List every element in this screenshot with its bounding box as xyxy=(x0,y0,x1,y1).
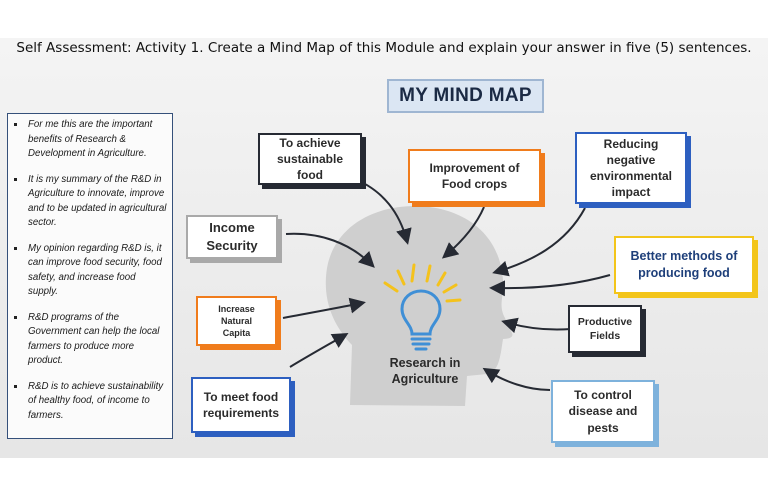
node-label: Increase Natural Capita xyxy=(218,303,255,339)
mind-map-title: MY MIND MAP xyxy=(387,79,544,113)
instruction-text: Self Assessment: Activity 1. Create a Mi… xyxy=(16,40,752,56)
note-item: My opinion regarding R&D is, it can impr… xyxy=(14,242,168,300)
node-productive-fields: Productive Fields xyxy=(568,305,642,353)
light-rays-icon xyxy=(383,263,462,303)
node-label: Better methods of producing food xyxy=(630,249,738,280)
node-label: Income Security xyxy=(206,220,258,253)
central-topic-label: Research in Agriculture xyxy=(389,356,461,386)
notes-panel: For me this are the important benefits o… xyxy=(7,113,173,439)
node-label: To achieve sustainable food xyxy=(276,135,344,183)
node-sustainable-food: To achieve sustainable food xyxy=(258,133,362,185)
node-natural-capita: Increase Natural Capita xyxy=(196,296,277,346)
note-item: R&D programs of the Government can help … xyxy=(14,311,168,369)
lightbulb-icon xyxy=(400,289,442,351)
node-income-security: Income Security xyxy=(186,215,278,259)
node-label: To meet food requirements xyxy=(202,389,280,420)
node-label: Reducing negative environmental impact xyxy=(589,136,673,200)
note-item: It is my summary of the R&D in Agricultu… xyxy=(14,173,168,231)
node-label: Productive Fields xyxy=(577,315,633,342)
node-food-requirements: To meet food requirements xyxy=(191,377,291,433)
note-item: R&D is to achieve sustainability of heal… xyxy=(14,380,168,424)
node-better-methods: Better methods of producing food xyxy=(614,236,754,294)
node-label: Improvement of Food crops xyxy=(429,160,520,191)
note-item: For me this are the important benefits o… xyxy=(14,118,168,162)
node-disease-pests: To control disease and pests xyxy=(551,380,655,443)
node-food-crops: Improvement of Food crops xyxy=(408,149,541,203)
node-environmental-impact: Reducing negative environmental impact xyxy=(575,132,687,204)
node-label: To control disease and pests xyxy=(568,388,638,435)
